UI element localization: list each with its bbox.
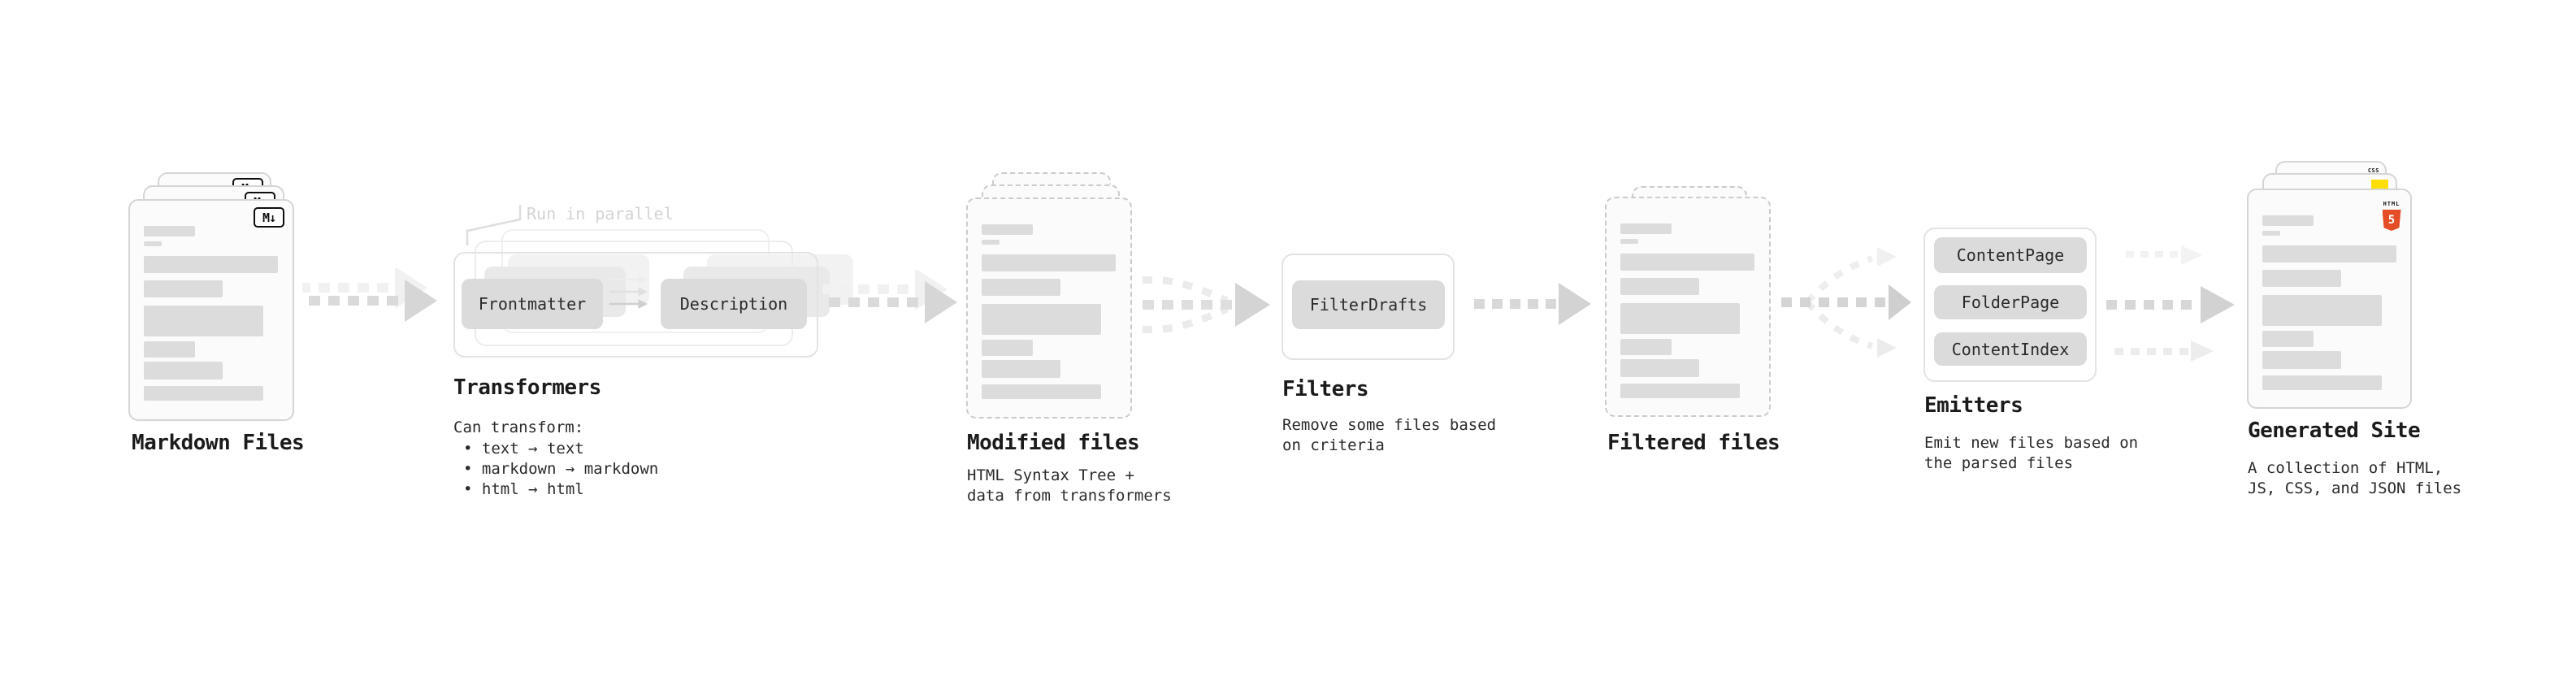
placeholder-bar — [2262, 245, 2396, 262]
placeholder-bar — [144, 386, 263, 401]
filters-subtitle: Remove some files based on criteria — [1282, 415, 1496, 456]
subtitle-line: data from transformers — [967, 487, 1172, 505]
placeholder-bar — [144, 280, 223, 297]
contentpage-chip-label: ContentPage — [1956, 245, 2065, 265]
placeholder-bar — [1620, 223, 1672, 234]
placeholder-bar — [1620, 339, 1672, 355]
placeholder-bar — [2262, 231, 2280, 236]
placeholder-bar — [982, 360, 1060, 378]
placeholder-bar — [1620, 303, 1740, 334]
arrow-modified-to-filters — [1142, 275, 1270, 334]
contentpage-chip: ContentPage — [1934, 237, 2087, 273]
html5-icon-shield: 5 — [2382, 210, 2401, 231]
transformers-title: Transformers — [453, 375, 601, 400]
placeholder-bar — [144, 256, 278, 273]
modified-file-card-front — [966, 197, 1132, 419]
emitters-title: Emitters — [1924, 393, 2023, 418]
placeholder-bar — [982, 254, 1116, 271]
transform-flow-arrows — [609, 275, 648, 309]
contentindex-chip-label: ContentIndex — [1951, 339, 2070, 359]
bullet-item: • html → html — [463, 480, 584, 498]
arrow-markdown-to-transformers — [302, 268, 437, 322]
subtitle-line: A collection of HTML, — [2248, 459, 2444, 477]
filters-frame — [1281, 254, 1455, 360]
subtitle-line: on criteria — [1282, 436, 1385, 454]
placeholder-bar — [144, 306, 263, 336]
filtered-files-title: Filtered files — [1607, 431, 1780, 455]
filtered-file-card-front — [1605, 197, 1771, 417]
transformers-bullet-list: • text → text • markdown → markdown • ht… — [463, 439, 658, 500]
description-chip: Description — [661, 279, 807, 329]
placeholder-bar — [2262, 270, 2341, 287]
modified-files-title: Modified files — [967, 431, 1140, 455]
placeholder-bar — [982, 240, 1000, 245]
markdown-icon-label: M↓ — [262, 210, 276, 225]
folderpage-chip-label: FolderPage — [1961, 293, 2060, 312]
markdown-file-card-front: M↓ — [128, 199, 294, 421]
generated-site-subtitle: A collection of HTML, JS, CSS, and JSON … — [2248, 458, 2461, 499]
placeholder-bar — [144, 341, 195, 358]
frontmatter-chip-label: Frontmatter — [478, 294, 587, 314]
placeholder-bar — [2262, 375, 2382, 390]
run-in-parallel-leader-line — [466, 205, 522, 245]
bullet-item: • markdown → markdown — [463, 460, 659, 478]
js-icon — [2371, 180, 2388, 189]
markdown-files-title: Markdown Files — [132, 431, 305, 455]
placeholder-bar — [982, 304, 1101, 335]
placeholder-bar — [144, 241, 162, 246]
emitters-subtitle: Emit new files based on the parsed files — [1924, 433, 2138, 474]
placeholder-bar — [2262, 215, 2314, 226]
subtitle-line: the parsed files — [1924, 454, 2074, 472]
modified-files-subtitle: HTML Syntax Tree + data from transformer… — [967, 466, 1172, 506]
placeholder-bar — [982, 224, 1033, 235]
subtitle-line: HTML Syntax Tree + — [967, 466, 1134, 484]
arrow-emitters-to-generated — [2106, 245, 2235, 362]
placeholder-bar — [982, 279, 1060, 296]
markdown-icon: M↓ — [254, 207, 284, 228]
subtitle-line: Emit new files based on — [1924, 434, 2139, 452]
subtitle-line: JS, CSS, and JSON files — [2248, 479, 2462, 497]
placeholder-bar — [1620, 278, 1699, 295]
css-icon-label: CSS — [2367, 167, 2379, 174]
html5-icon: HTML 5 — [2381, 193, 2402, 231]
placeholder-bar — [144, 362, 223, 380]
contentindex-chip: ContentIndex — [1934, 332, 2087, 366]
generated-site-title: Generated Site — [2248, 419, 2421, 443]
arrow-transformers-to-modified — [822, 270, 957, 323]
placeholder-bar — [1620, 359, 1699, 377]
emitters-frame — [1923, 228, 2097, 382]
placeholder-bar — [2262, 351, 2341, 369]
filterdrafts-chip-label: FilterDrafts — [1309, 295, 1428, 314]
placeholder-bar — [1620, 239, 1638, 244]
arrow-filters-to-filtered — [1474, 283, 1591, 325]
filterdrafts-chip: FilterDrafts — [1292, 280, 1445, 329]
placeholder-bar — [1620, 254, 1754, 271]
placeholder-bar — [2262, 295, 2382, 326]
arrow-filtered-to-emitters — [1781, 247, 1911, 358]
generated-file-card-front: HTML 5 — [2247, 189, 2412, 409]
html5-icon-number: 5 — [2387, 214, 2396, 227]
run-in-parallel-annotation: Run in parallel — [527, 204, 674, 223]
description-chip-label: Description — [679, 294, 788, 314]
html5-icon-label: HTML — [2383, 201, 2400, 207]
placeholder-bar — [144, 226, 195, 236]
transformers-frame-front — [453, 252, 818, 358]
folderpage-chip: FolderPage — [1934, 285, 2087, 319]
placeholder-bar — [1620, 384, 1740, 398]
subtitle-line: Remove some files based — [1282, 416, 1497, 434]
bullet-item: • text → text — [463, 440, 584, 458]
filters-title: Filters — [1282, 377, 1369, 401]
transformers-desc-heading-text: Can transform: — [453, 419, 584, 436]
placeholder-bar — [2262, 331, 2314, 347]
transformers-desc-heading: Can transform: — [453, 418, 583, 438]
frontmatter-chip: Frontmatter — [462, 279, 603, 329]
placeholder-bar — [982, 340, 1033, 356]
placeholder-bar — [982, 384, 1101, 399]
